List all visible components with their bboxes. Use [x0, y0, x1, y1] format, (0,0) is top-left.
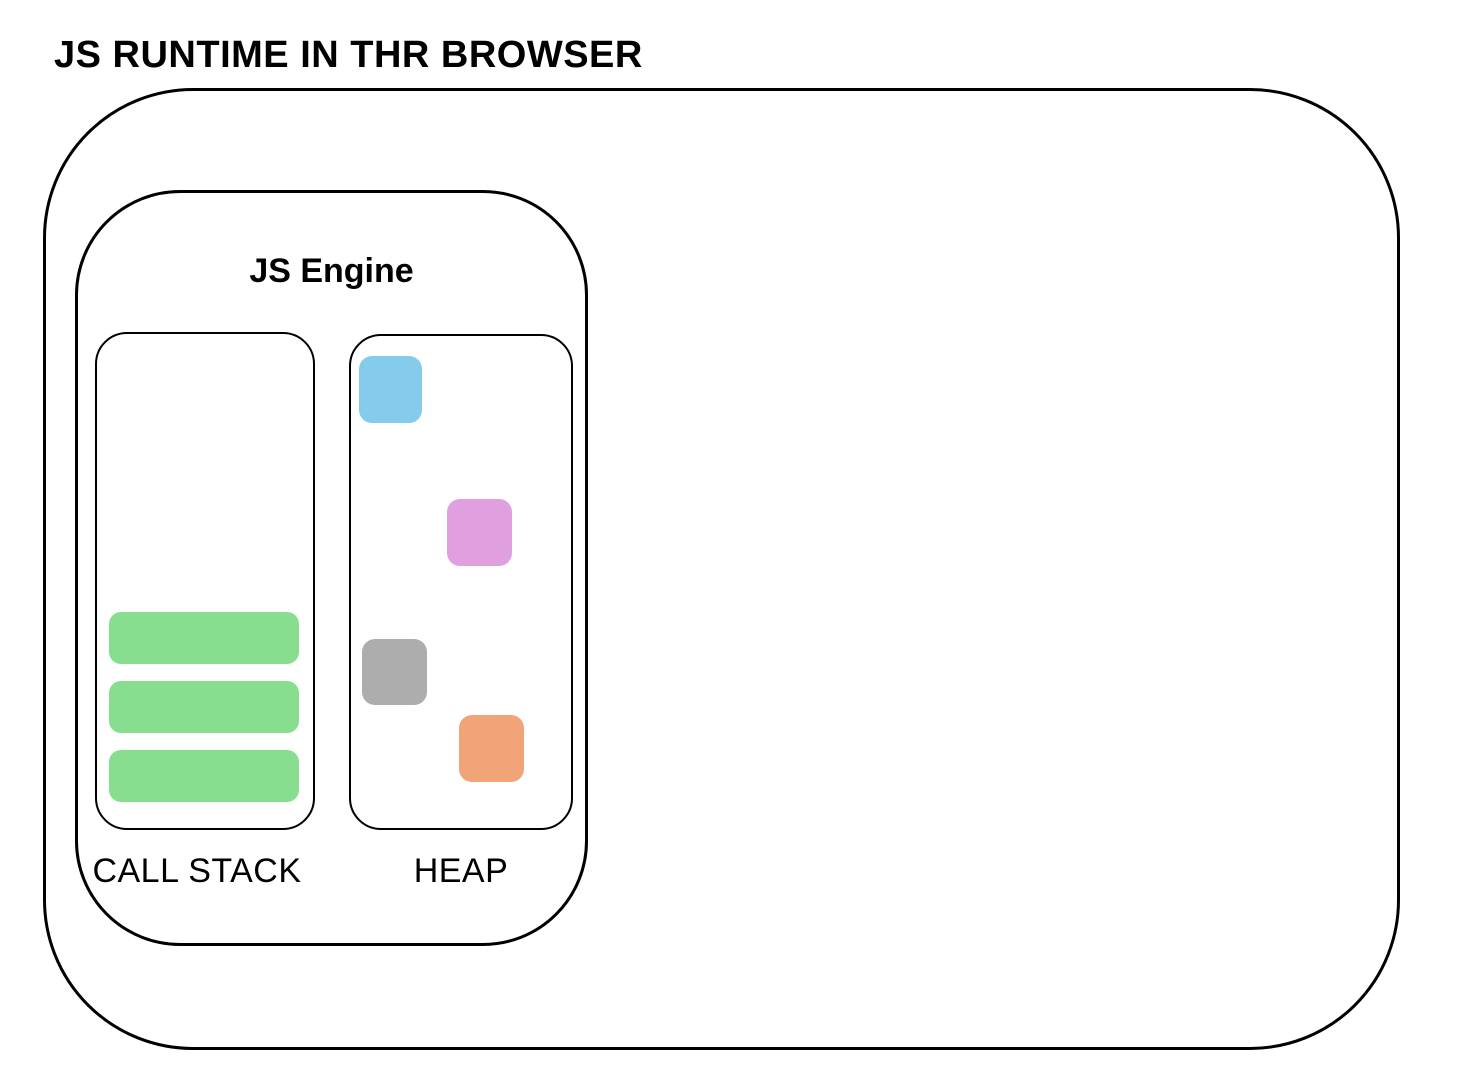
- heap-object-blue: [359, 356, 422, 423]
- call-stack-box: [95, 332, 315, 830]
- js-engine-label: JS Engine: [249, 252, 414, 290]
- stack-frame-3: [109, 750, 299, 802]
- stack-frame-1: [109, 612, 299, 664]
- heap-box: [349, 334, 573, 830]
- heap-object-pink: [447, 499, 512, 566]
- call-stack-label: CALL STACK: [92, 852, 302, 890]
- call-stack-frames: [97, 334, 313, 828]
- diagram-title: JS RUNTIME IN THR BROWSER: [54, 34, 643, 76]
- stack-frame-2: [109, 681, 299, 733]
- heap-object-gray: [362, 639, 427, 705]
- heap-object-orange: [459, 715, 524, 782]
- heap-label: HEAP: [413, 852, 509, 890]
